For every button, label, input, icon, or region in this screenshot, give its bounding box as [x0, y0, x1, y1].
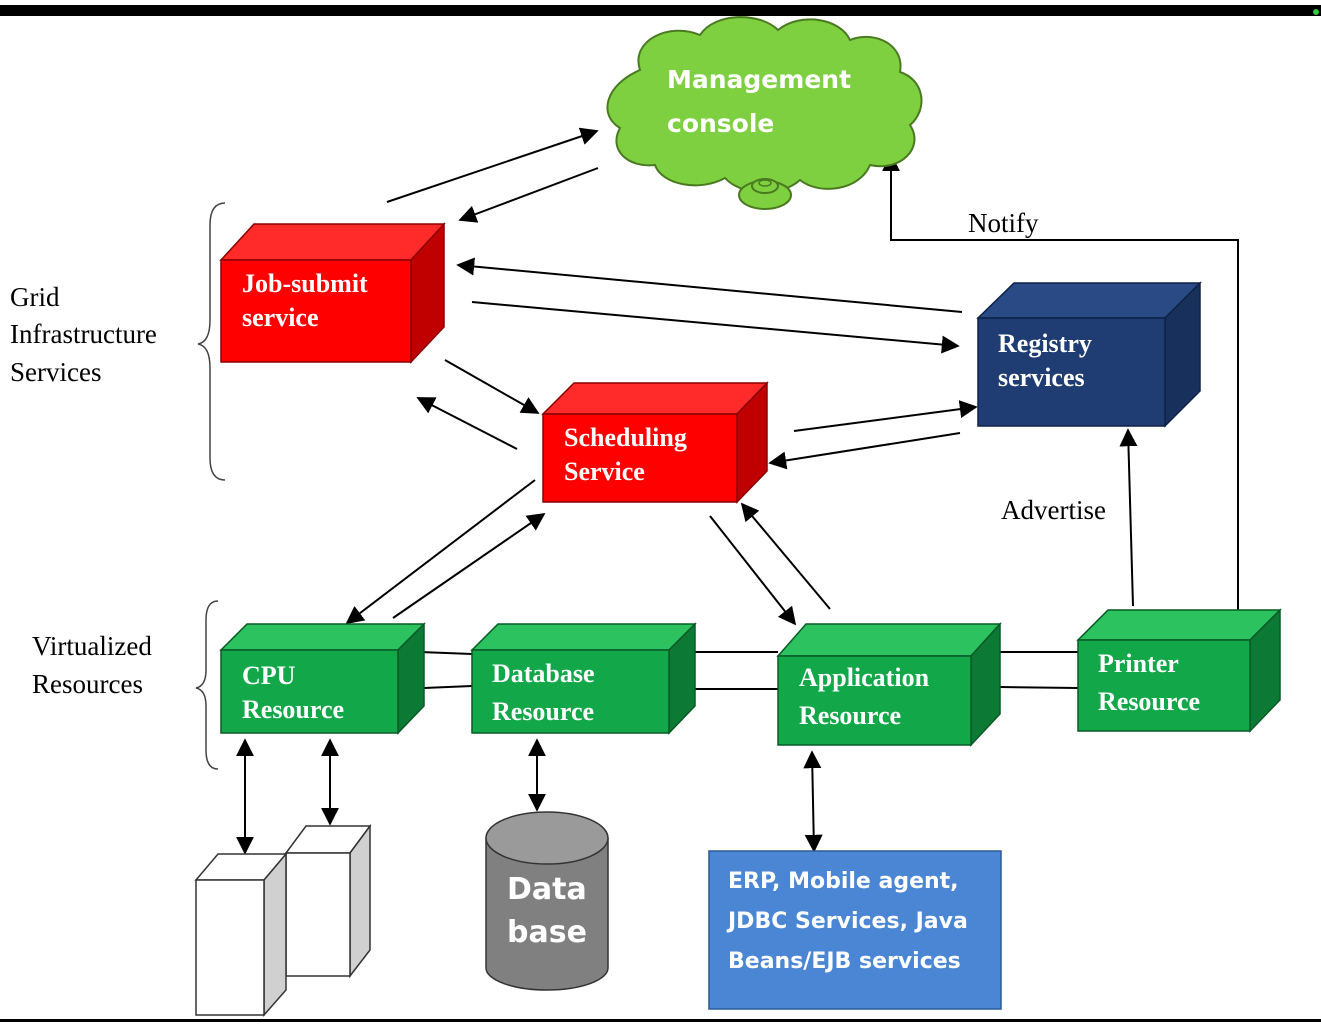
job-submit-label-line: Job-submit	[242, 269, 368, 298]
database-cylinder-icon: Data base	[485, 811, 609, 991]
grid-brace	[197, 202, 226, 481]
app-services-line: JDBC Services, Java	[726, 909, 968, 934]
bus-line	[423, 685, 473, 689]
console-label-line: console	[667, 109, 774, 138]
application-label-line: Application	[799, 663, 930, 692]
registry-label-line: Registry	[998, 329, 1092, 358]
arrow-registry-to-scheduling	[768, 432, 961, 470]
box-front-face	[471, 649, 670, 734]
application-label-line: Resource	[799, 701, 901, 730]
scheduling-label-line: Scheduling	[564, 423, 687, 452]
virtualized-resources-label: Virtualized Resources	[32, 631, 152, 699]
console-label-line: Management	[667, 65, 851, 94]
app-services-box: ERP, Mobile agent, JDBC Services, Java B…	[708, 850, 1002, 1010]
arrow-job-to-console	[386, 127, 599, 203]
box-top-face	[219, 623, 426, 651]
box-top-face	[976, 282, 1202, 319]
box-top-face	[541, 382, 769, 415]
app-services-line: ERP, Mobile agent,	[728, 869, 959, 894]
arrow-registry-to-job	[456, 257, 963, 313]
notify-label: Notify	[968, 208, 1039, 238]
box-top-face	[1076, 609, 1282, 641]
box-front-face	[220, 649, 399, 734]
virtual-label-line: Virtualized	[32, 631, 152, 661]
arrow-application-to-scheduling	[740, 502, 831, 610]
server-tower-icon	[194, 851, 288, 1017]
arrow-scheduling-to-application	[709, 515, 797, 626]
scheduling-service-box: Scheduling Service	[541, 381, 769, 504]
box-front-face	[777, 655, 972, 746]
arrow-printer-advertise	[1119, 428, 1138, 607]
registry-services-box: Registry services	[976, 281, 1202, 428]
box-front-face	[977, 317, 1166, 427]
box-front-face	[220, 259, 412, 363]
arrow-cpu-to-scheduling	[392, 512, 546, 619]
virtual-brace	[195, 600, 219, 770]
bus-line	[419, 651, 473, 655]
management-console-cloud: Management console	[606, 16, 923, 210]
cloud-icon	[606, 16, 923, 194]
job-submit-service-box: Job-submit service	[219, 222, 446, 364]
grid-label-line: Infrastructure	[10, 319, 157, 349]
arrow-app-services	[803, 750, 823, 853]
arrow-printer-notify	[882, 153, 1239, 610]
database-resource-label-line: Database	[492, 659, 595, 688]
arrow-job-to-scheduling	[444, 359, 540, 414]
database-resource-label-line: Resource	[492, 697, 594, 726]
top-rule	[0, 5, 1321, 16]
arrow-job-to-registry	[471, 301, 960, 354]
printer-resource-box: Printer Resource	[1076, 608, 1282, 733]
bus-line	[999, 686, 1079, 689]
arrow-scheduling-to-registry	[793, 400, 978, 432]
box-top-face	[470, 623, 697, 651]
server-tower-icon	[284, 823, 372, 979]
job-submit-label-line: service	[242, 303, 319, 332]
box-top-face	[219, 223, 446, 261]
printer-label-line: Printer	[1098, 649, 1179, 678]
cloud-bubble	[758, 179, 772, 187]
cylinder-label-line: Data	[507, 872, 587, 907]
box-top-face	[776, 623, 1002, 657]
cpu-resource-box: CPU Resource	[219, 622, 426, 735]
grid-label-line: Services	[10, 357, 101, 387]
scheduling-label-line: Service	[564, 457, 645, 486]
box-front-face	[542, 413, 738, 503]
printer-label-line: Resource	[1098, 687, 1200, 716]
arrow-console-to-job	[458, 167, 599, 223]
grid-label-line: Grid	[10, 282, 60, 312]
database-resource-box: Database Resource	[470, 622, 697, 735]
virtual-label-line: Resources	[32, 669, 143, 699]
arrow-scheduling-to-job	[416, 397, 518, 450]
cpu-label-line: CPU	[242, 661, 296, 690]
registry-label-line: services	[998, 363, 1085, 392]
cpu-label-line: Resource	[242, 695, 344, 724]
advertise-label: Advertise	[1001, 495, 1106, 525]
corner-dot	[1313, 9, 1319, 15]
grid-infrastructure-label: Grid Infrastructure Services	[10, 282, 157, 387]
connectors	[236, 127, 1239, 855]
bottom-rule	[0, 1019, 1321, 1022]
cylinder-label-line: base	[507, 915, 587, 950]
box-front-face	[1077, 639, 1251, 732]
application-resource-box: Application Resource	[776, 622, 1002, 747]
arrow-scheduling-to-cpu	[345, 479, 536, 625]
app-services-line: Beans/EJB services	[728, 949, 961, 974]
